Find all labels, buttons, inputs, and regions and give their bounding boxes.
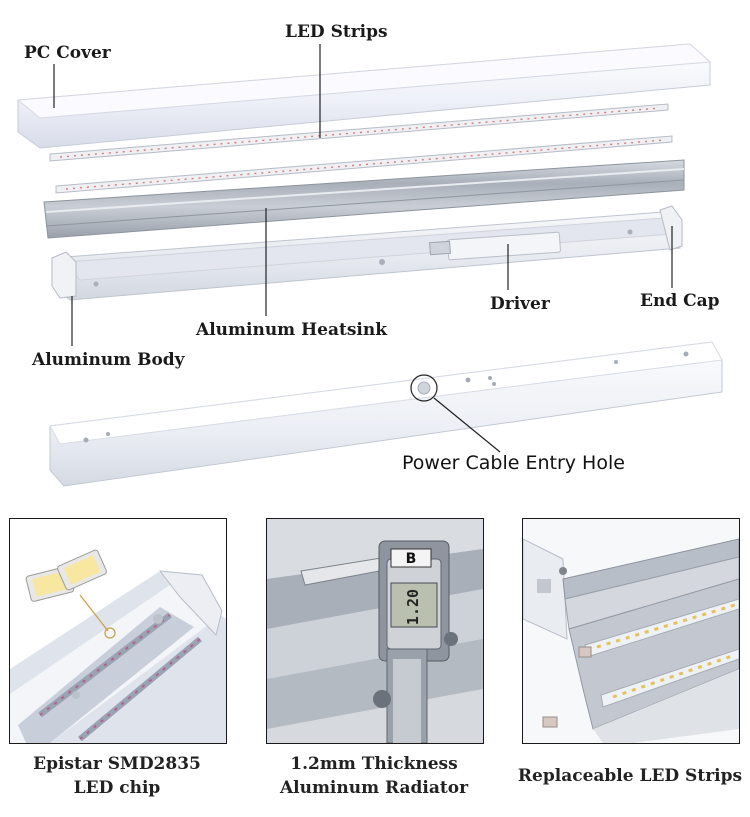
pc-cover-label: PC Cover: [24, 43, 111, 63]
exploded-diagram: [16, 43, 723, 487]
led-chip-caption-line2: LED chip: [73, 778, 161, 798]
aluminum-body-part: [51, 205, 683, 301]
led-chip-caption: Epistar SMD2835 LED chip: [9, 752, 225, 800]
caliper-photo: B 1.20: [266, 518, 484, 744]
power-cable-entry-hole-label: Power Cable Entry Hole: [402, 452, 625, 474]
led-strip-icon: [542, 598, 739, 728]
leader-lines: [53, 44, 673, 453]
caliper-caption: 1.2mm Thickness Aluminum Radiator: [258, 752, 490, 800]
end-cap-label: End Cap: [640, 291, 720, 311]
gauge-reading-text: 1.20: [404, 589, 422, 625]
led-strips-label: LED Strips: [285, 22, 388, 42]
led-chip-photo: [9, 518, 227, 744]
replaceable-strips-photo: [522, 518, 740, 744]
aluminum-body-label: Aluminum Body: [32, 350, 185, 370]
pc-cover-part: [16, 43, 712, 149]
led-strip-part-2: [55, 135, 673, 194]
led-chip-icon: [25, 549, 107, 602]
driver-label: Driver: [490, 294, 550, 314]
caliper-caption-line1: 1.2mm Thickness: [290, 754, 458, 774]
caliper-caption-line2: Aluminum Radiator: [279, 778, 469, 798]
replaceable-strips-caption: Replaceable LED Strips: [517, 766, 743, 786]
aluminum-heatsink-part: [43, 159, 685, 239]
assembled-lamp-part: [49, 341, 723, 487]
gauge-brand-text: B: [406, 551, 417, 567]
caliper-icon: [300, 540, 458, 743]
led-chip-caption-line1: Epistar SMD2835: [33, 754, 201, 774]
led-strip-part-1: [49, 103, 669, 162]
aluminum-heatsink-label: Aluminum Heatsink: [196, 320, 387, 340]
